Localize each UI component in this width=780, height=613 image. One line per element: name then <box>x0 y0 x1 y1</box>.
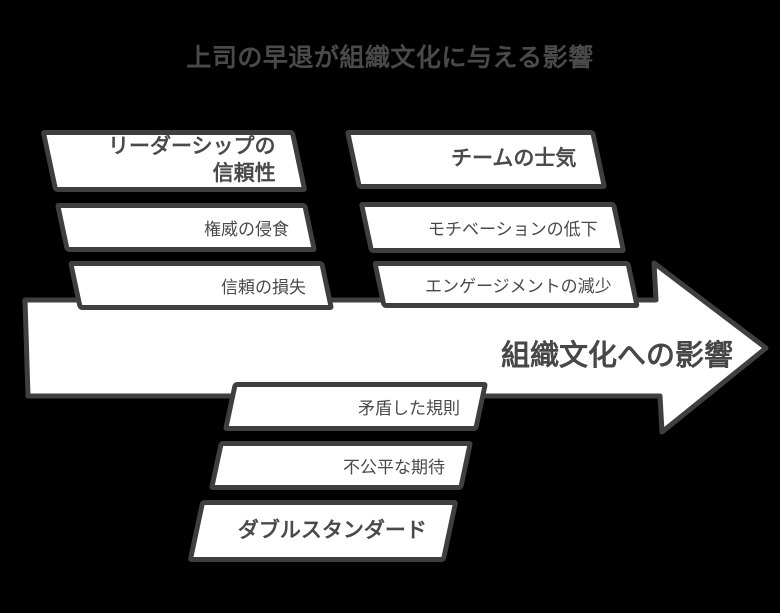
node-leadership-header: リーダーシップの 信頼性 <box>40 130 308 192</box>
node-leadership-header-label: リーダーシップの 信頼性 <box>108 134 296 188</box>
node-morale-header-label: チームの士気 <box>450 147 576 171</box>
node-contradictory-rules-label: 矛盾した規則 <box>358 399 460 418</box>
node-trust-loss-label: 信頼の損失 <box>221 278 306 297</box>
impact-arrow-label: 組織文化への影響 <box>500 340 733 372</box>
leadership-header-line1: リーダーシップの <box>108 135 276 159</box>
node-unfair-expectations-label: 不公平な期待 <box>343 458 445 477</box>
node-trust-loss: 信頼の損失 <box>67 261 335 310</box>
node-authority-erosion: 権威の侵食 <box>54 203 318 252</box>
node-contradictory-rules: 矛盾した規則 <box>222 382 489 431</box>
node-motivation-decline-label: モチベーションの低下 <box>428 220 598 239</box>
node-engagement-decrease-label: エンゲージメントの減少 <box>425 277 612 296</box>
node-double-standard-header: ダブルスタンダード <box>187 500 459 562</box>
node-double-standard-header-label: ダブルスタンダード <box>238 518 427 542</box>
node-engagement-decrease: エンゲージメントの減少 <box>372 261 640 308</box>
diagram-title: 上司の早退が組織文化に与える影響 <box>186 44 594 72</box>
node-morale-header: チームの士気 <box>344 130 608 189</box>
node-motivation-decline: モチベーションの低下 <box>358 202 627 253</box>
node-unfair-expectations: 不公平な期待 <box>208 441 474 490</box>
leadership-header-line2: 信頼性 <box>213 162 276 185</box>
node-authority-erosion-label: 権威の侵食 <box>204 220 289 239</box>
